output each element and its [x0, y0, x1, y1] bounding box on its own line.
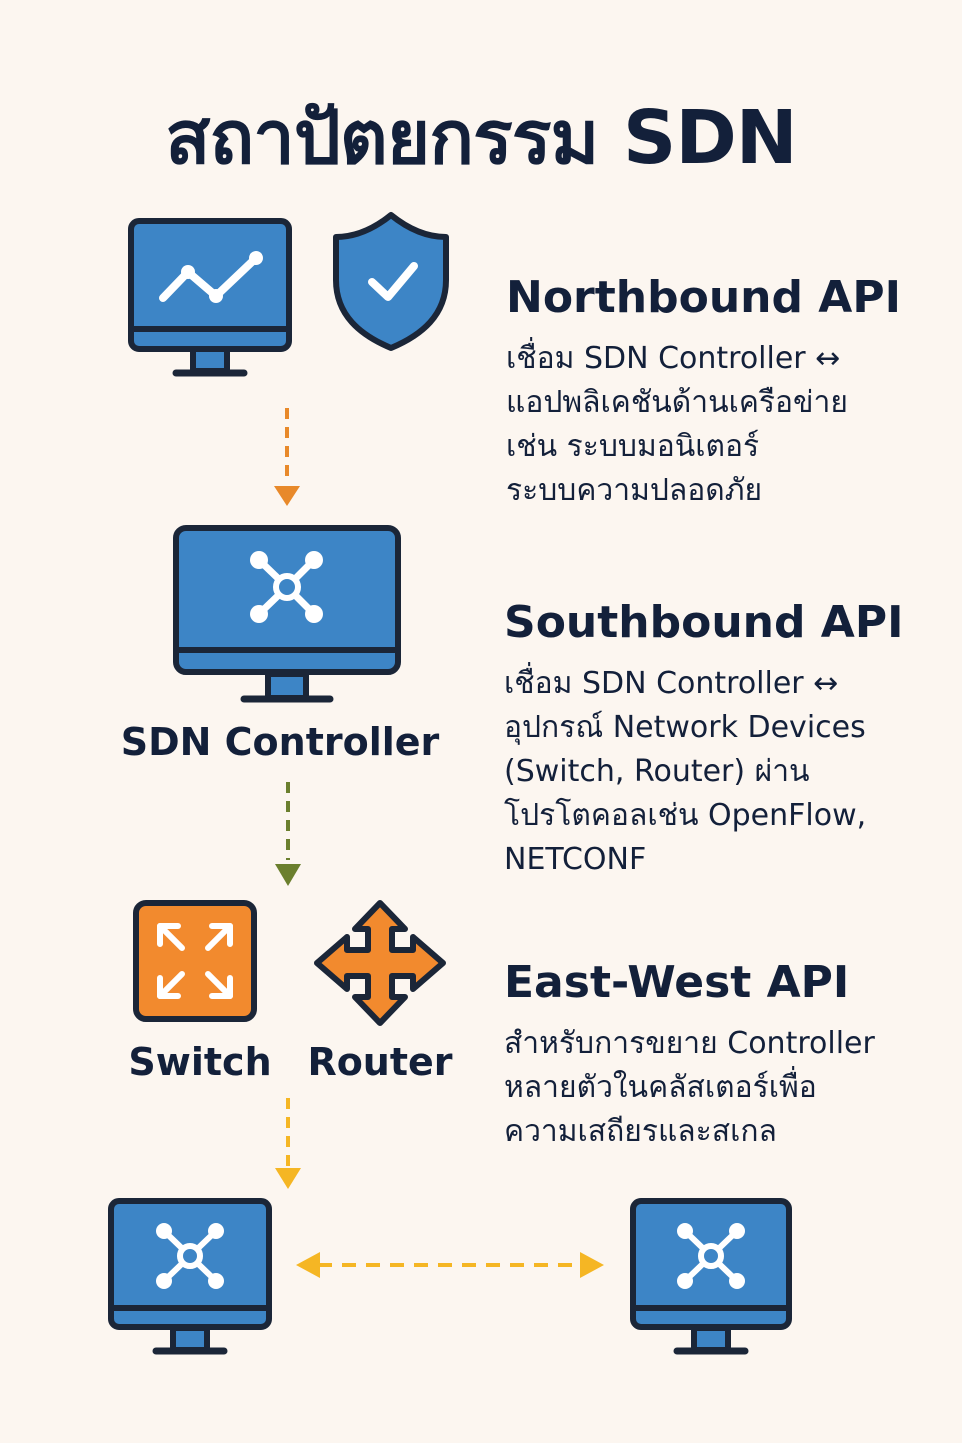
- description-line: โปรโตคอลเช่น OpenFlow,: [504, 798, 867, 833]
- cluster-monitor-left-icon: [108, 1198, 272, 1355]
- northbound-description: เชื่อม SDN Controller ↔ แอปพลิเคชันด้านเ…: [506, 337, 946, 513]
- southbound-description: เชื่อม SDN Controller ↔ อุปกรณ์ Network …: [504, 662, 949, 882]
- switch-arrows-icon: [133, 900, 257, 1022]
- eastwest-description: สำหรับการขยาย Controller หลายตัวในคลัสเต…: [504, 1022, 949, 1154]
- eastwest-title: East-West API: [504, 957, 850, 1008]
- description-line: NETCONF: [504, 842, 647, 877]
- monitor-network-icon: [173, 525, 401, 703]
- router-label: Router: [307, 1040, 453, 1084]
- switch-label: Switch: [128, 1040, 272, 1084]
- description-line: เช่น ระบบมอนิเตอร์: [506, 429, 760, 464]
- eastwest-horizontal-arrow: [296, 1252, 604, 1278]
- description-line: เชื่อม SDN Controller ↔: [504, 666, 839, 701]
- controller-label: SDN Controller: [120, 720, 440, 764]
- description-line: เชื่อม SDN Controller ↔: [506, 341, 841, 376]
- cluster-monitor-right-icon: [630, 1198, 792, 1355]
- northbound-section: Northbound API เชื่อม SDN Controller ↔ แ…: [506, 272, 946, 513]
- shield-check-icon: [333, 212, 449, 351]
- router-cross-arrows-icon: [314, 900, 446, 1026]
- northbound-title: Northbound API: [506, 272, 901, 323]
- description-line: แอปพลิเคชันด้านเครือข่าย: [506, 385, 848, 420]
- page-title: สถาปัตยกรรม SDN: [165, 95, 797, 181]
- northbound-arrow: [274, 408, 300, 506]
- southbound-title: Southbound API: [504, 597, 904, 648]
- description-line: หลายตัวในคลัสเตอร์เพื่อ: [504, 1070, 817, 1105]
- eastwest-section: East-West API สำหรับการขยาย Controller ห…: [504, 957, 949, 1154]
- monitor-chart-icon: [128, 218, 292, 377]
- description-line: (Switch, Router) ผ่าน: [504, 754, 810, 789]
- description-line: อุปกรณ์ Network Devices: [504, 710, 866, 745]
- description-line: สำหรับการขยาย Controller: [504, 1026, 875, 1061]
- southbound-section: Southbound API เชื่อม SDN Controller ↔ อ…: [504, 597, 949, 882]
- southbound-arrow: [275, 782, 301, 886]
- description-line: ความเสถียรและสเกล: [504, 1114, 777, 1149]
- description-line: ระบบความปลอดภัย: [506, 473, 763, 508]
- eastwest-down-arrow: [275, 1098, 301, 1189]
